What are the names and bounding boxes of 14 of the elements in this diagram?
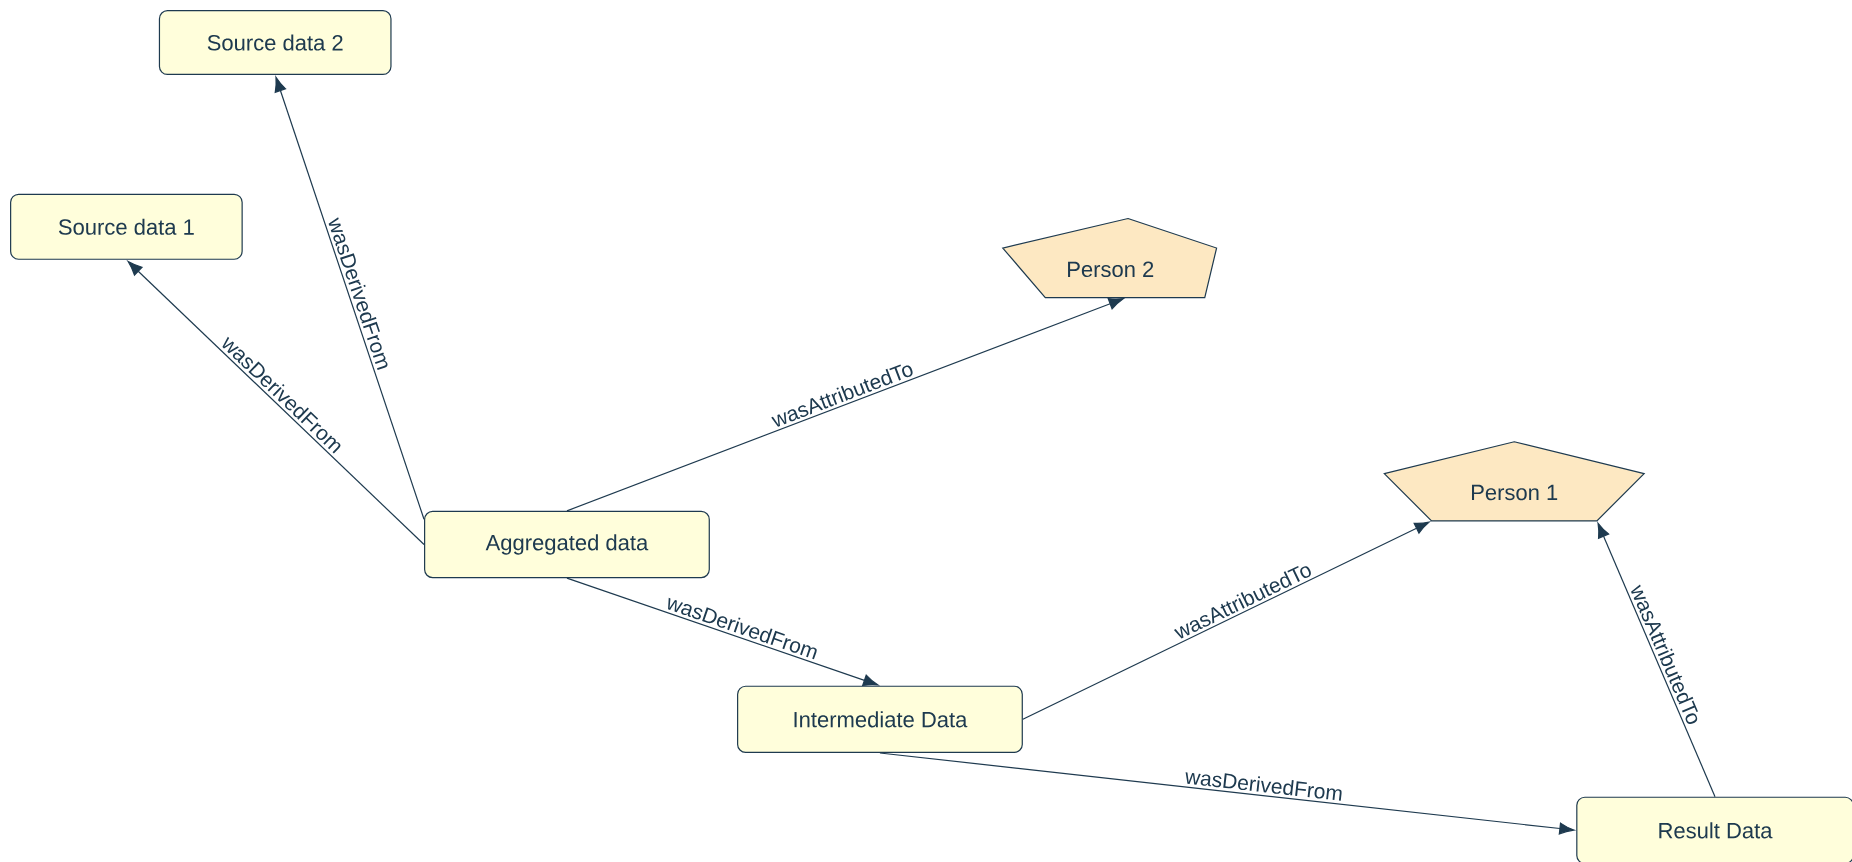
data-box: Intermediate Data [737,685,1023,753]
arrow [1022,521,1430,720]
arrow [274,76,425,520]
data-box: Result Data [1576,796,1852,862]
data-box: Source data 2 [158,10,392,75]
arrow [566,298,1124,512]
person-pentagon: Person 1 [1383,441,1646,522]
arrow [879,752,1575,835]
data-box: Aggregated data [424,510,710,579]
arrow [1597,522,1716,798]
edge-label: wasDerivedFrom [1185,772,1342,801]
data-box: Source data 1 [10,193,243,260]
arrow [127,260,425,546]
arrow [566,577,879,687]
